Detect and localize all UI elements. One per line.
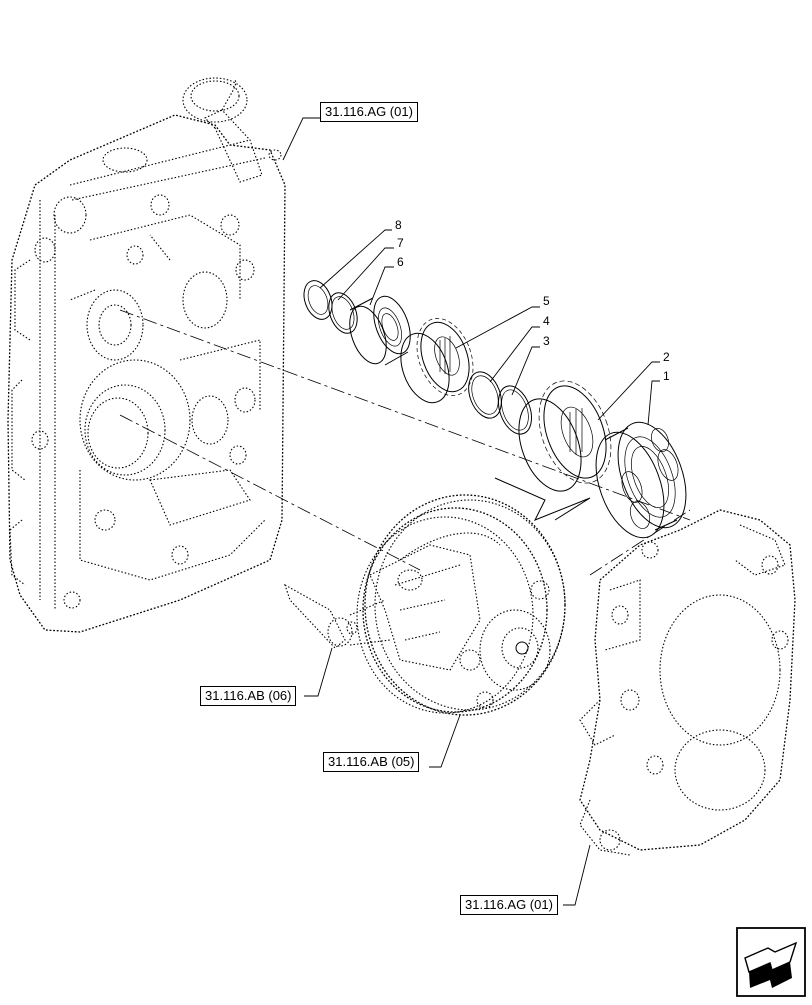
ref-box-pump[interactable]: 31.116.AB (06) (200, 686, 297, 706)
ref-box-gear[interactable]: 31.116.AB (05) (323, 752, 420, 772)
callout-7: 7 (397, 236, 404, 250)
part-4-ring (468, 371, 502, 419)
centerline-upper (119, 309, 691, 521)
part-8-snap-ring (303, 280, 333, 320)
assembly-wedge (494, 477, 591, 521)
part-3-ring (498, 385, 532, 435)
callout-8: 8 (395, 218, 402, 232)
right-cover (579, 509, 796, 856)
part-1-roller-bearing (595, 421, 687, 539)
next-page-arrow-icon[interactable] (736, 927, 806, 997)
centerline-right (589, 509, 691, 576)
leader-lines (282, 117, 660, 906)
part-6-bearing (349, 295, 411, 366)
callout-2: 2 (663, 350, 670, 364)
gear-assembly (284, 494, 566, 716)
part-5-small-gear (400, 318, 474, 404)
callout-5: 5 (543, 294, 550, 308)
callout-1: 1 (663, 369, 670, 383)
callout-6: 6 (397, 255, 404, 269)
part-7-ring (328, 292, 358, 334)
left-housing (7, 77, 286, 633)
callout-4: 4 (543, 314, 550, 328)
ref-box-housing-top[interactable]: 31.116.AG (01) (320, 102, 418, 122)
centerline-lower (119, 414, 421, 571)
callout-3: 3 (543, 334, 550, 348)
ref-box-cover-bottom[interactable]: 31.116.AG (01) (460, 895, 558, 915)
part-2-large-gear (518, 380, 612, 492)
